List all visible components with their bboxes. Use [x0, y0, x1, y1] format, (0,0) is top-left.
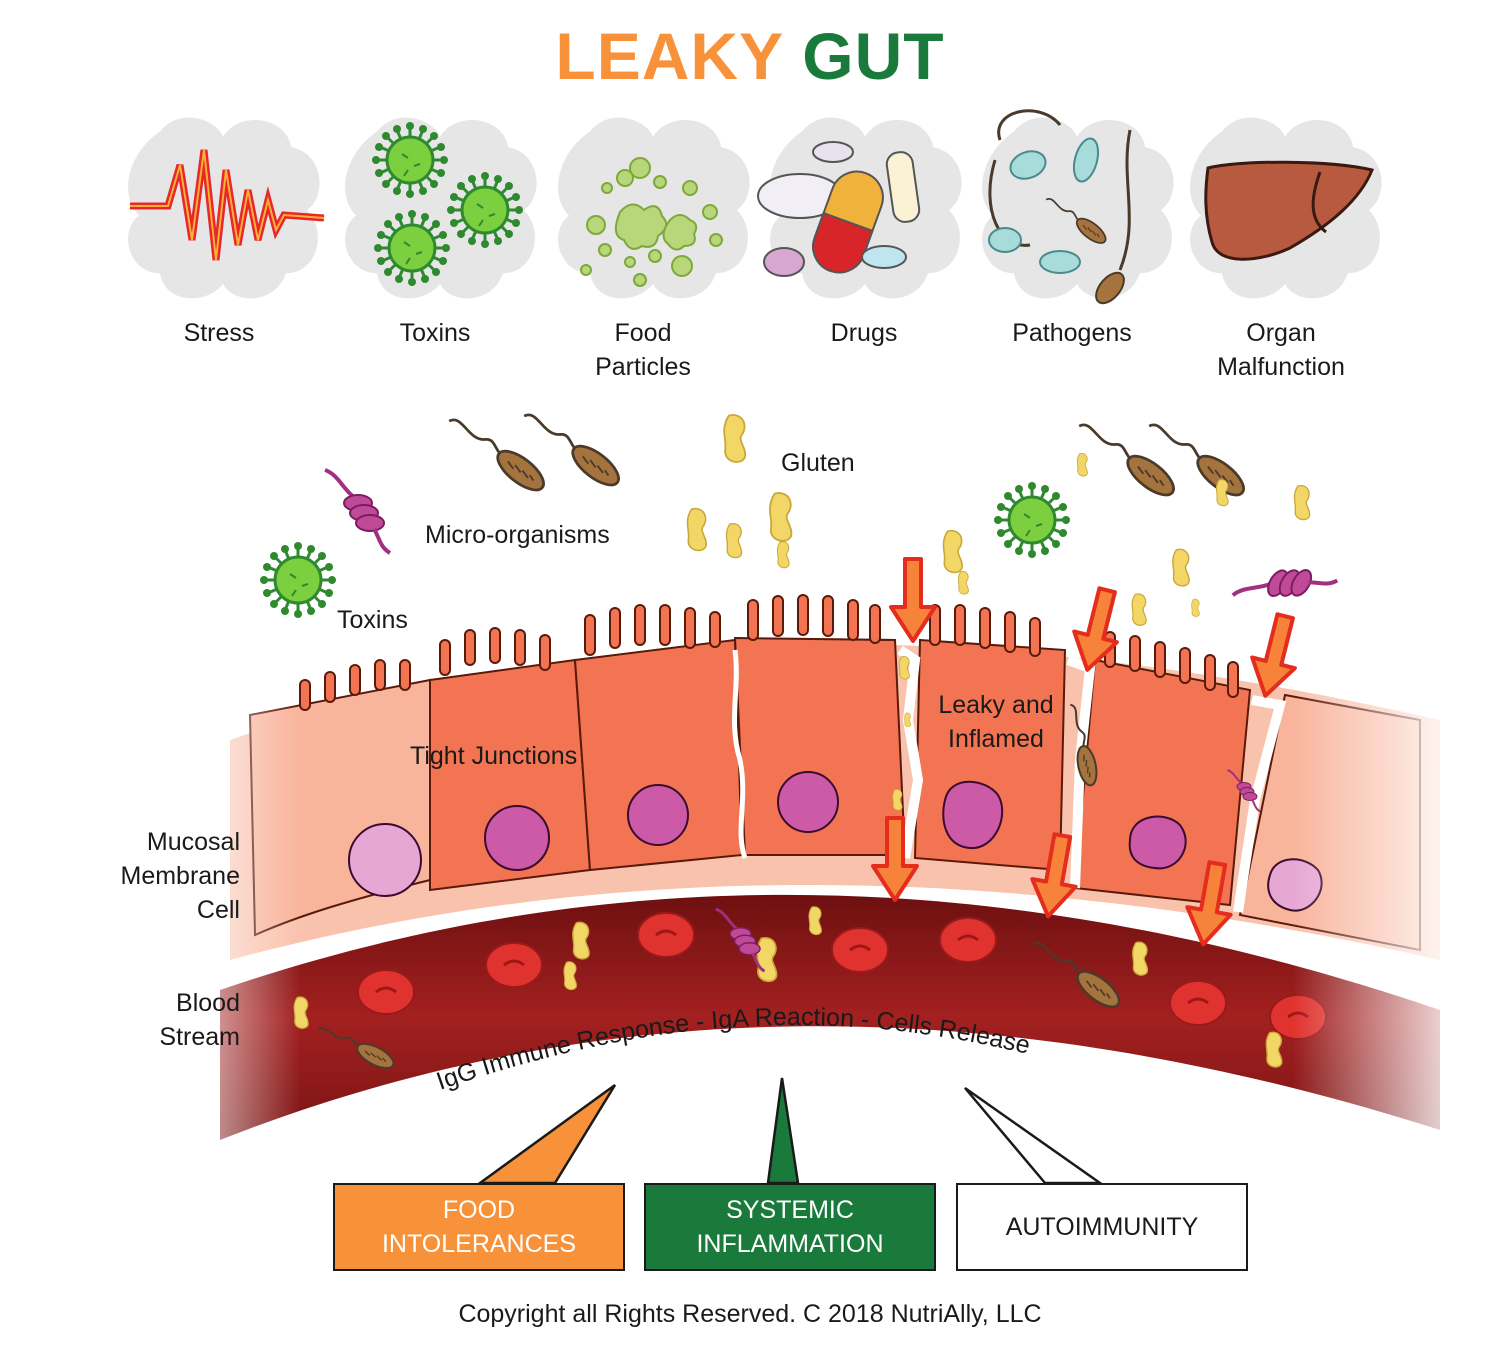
liver-icon: [1204, 160, 1375, 261]
stress-wave-icon: [130, 149, 325, 261]
label-microorganisms: Micro-organisms: [425, 521, 610, 549]
label-tight-junctions: Tight Junctions: [410, 742, 578, 770]
label-gluten: Gluten: [781, 449, 855, 477]
cause-label-stress: Stress: [183, 319, 255, 347]
label-toxins: Toxins: [337, 606, 408, 634]
outcome-autoimmunity: AUTOIMMUNITY: [956, 1183, 1248, 1271]
cause-label-toxins: Toxins: [399, 319, 471, 347]
title-gut: GUT: [802, 19, 945, 93]
pills-icon: [757, 141, 921, 277]
copyright-text: Copyright all Rights Reserved. C 2018 Nu…: [458, 1300, 1042, 1328]
page-title: LEAKY GUT: [0, 18, 1500, 94]
cause-label-drugs: Drugs: [830, 319, 898, 347]
cloud-pathogens: [982, 117, 1174, 299]
title-leaky: LEAKY: [555, 19, 783, 93]
food-particles-icon: [580, 157, 723, 287]
bacteria-icon: [988, 109, 1132, 305]
cause-label-pathogens: Pathogens: [1012, 319, 1132, 347]
